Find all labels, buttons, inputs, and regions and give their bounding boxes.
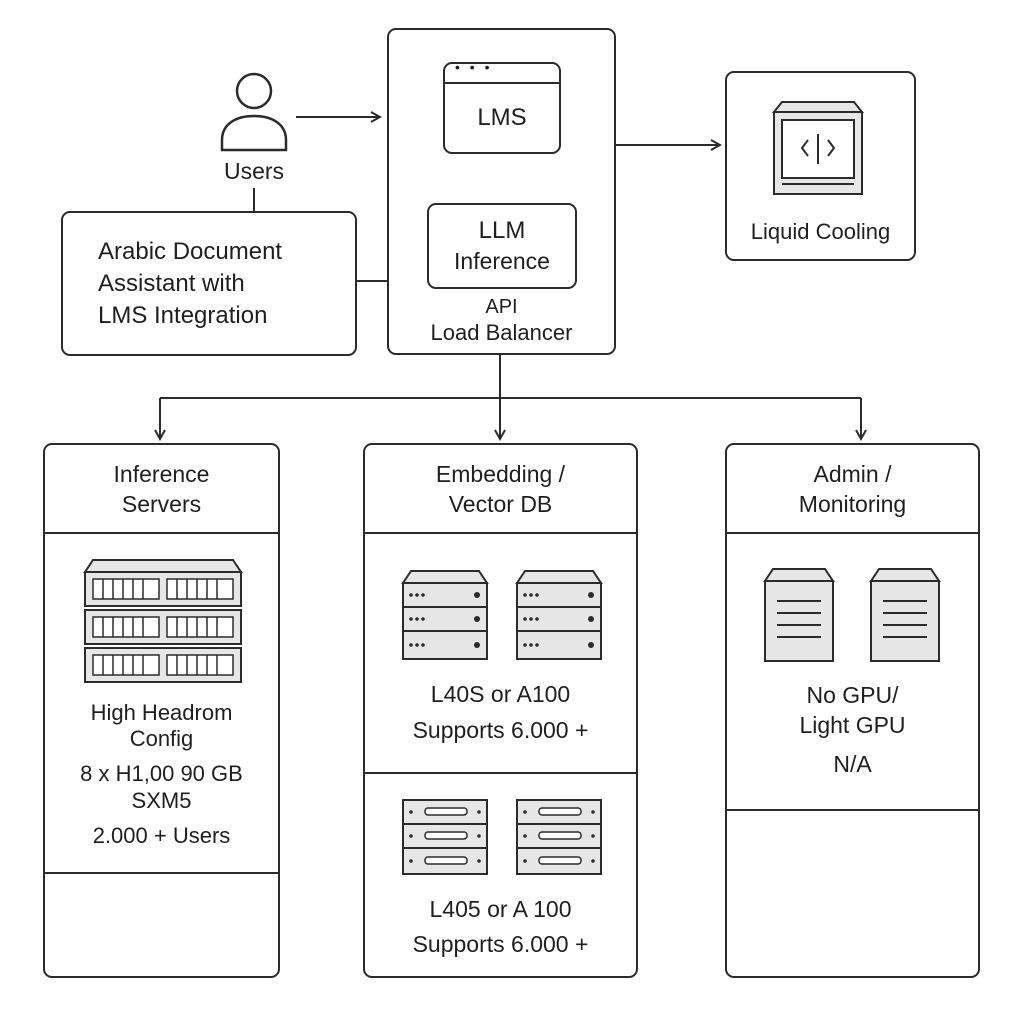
inference-spec-2: Config xyxy=(129,726,194,751)
title-line-1: Arabic Document xyxy=(98,238,283,265)
cooling-unit-icon xyxy=(771,101,865,195)
inference-servers-column: Inference Servers High Headrom Config 8 … xyxy=(43,443,280,978)
window-dots-icon: • • • xyxy=(455,59,493,75)
vector-db-server-icon xyxy=(516,799,602,875)
embedding-title-1: Embedding / xyxy=(435,461,566,487)
vector-db-server-icon xyxy=(402,799,488,875)
liquid-cooling-box: Liquid Cooling xyxy=(725,71,916,261)
embedding-lower-spec-1: L405 or A 100 xyxy=(429,896,572,922)
admin-spec-1: No GPU/ xyxy=(806,682,899,708)
embedding-server-icon xyxy=(515,570,603,660)
load-balancer-label: Load Balancer xyxy=(430,320,573,345)
inference-spec-1: High Headrom xyxy=(90,700,233,725)
embedding-server-icon xyxy=(401,570,489,660)
llm-label: LLM xyxy=(478,217,526,244)
inference-header-divider xyxy=(45,532,278,534)
embedding-title-2: Vector DB xyxy=(448,491,553,517)
embedding-upper-spec-1: L40S or A100 xyxy=(430,681,571,707)
inference-spec-4: SXM5 xyxy=(131,788,192,813)
liquid-cooling-label: Liquid Cooling xyxy=(750,219,891,244)
lms-box: • • • LMS xyxy=(443,59,561,154)
embedding-upper-spec-2: Supports 6.000 + xyxy=(412,717,589,743)
gateway-box: • • • LMS LLM Inference API Load Balance… xyxy=(387,28,616,355)
inference-title-1: Inference xyxy=(113,461,210,487)
inference-label: Inference xyxy=(454,248,550,274)
title-line-3: LMS Integration xyxy=(98,302,268,329)
gpu-server-rack-icon xyxy=(83,559,243,683)
lms-label: LMS xyxy=(477,104,527,131)
embedding-lower-spec-2: Supports 6.000 + xyxy=(412,931,589,957)
window-titlebar-divider xyxy=(445,82,559,84)
admin-header-divider xyxy=(727,532,978,534)
admin-server-icon xyxy=(763,568,835,662)
admin-spec-2: Light GPU xyxy=(799,712,906,738)
admin-monitoring-column: Admin / Monitoring No GPU/ Light GPU N/A xyxy=(725,443,980,978)
llm-inference-box: LLM Inference xyxy=(427,203,577,289)
title-box: Arabic Document Assistant with LMS Integ… xyxy=(61,211,357,356)
admin-title-2: Monitoring xyxy=(798,491,907,517)
embedding-header-divider xyxy=(365,532,636,534)
admin-spec-3: N/A xyxy=(833,751,872,777)
embedding-vector-db-column: Embedding / Vector DB L40S or A100 Suppo… xyxy=(363,443,638,978)
users-label: Users xyxy=(223,158,285,184)
inference-title-2: Servers xyxy=(121,491,202,517)
admin-title-1: Admin / xyxy=(813,461,892,487)
admin-footer-divider xyxy=(727,809,978,811)
user-icon xyxy=(220,72,288,152)
embedding-middle-divider xyxy=(365,772,636,774)
inference-footer-divider xyxy=(45,872,278,874)
admin-server-icon xyxy=(869,568,941,662)
title-line-2: Assistant with xyxy=(98,270,245,297)
inference-spec-3: 8 x H1,00 90 GB xyxy=(80,761,243,786)
api-label: API xyxy=(485,296,518,318)
inference-spec-5: 2.000 + Users xyxy=(92,823,231,848)
